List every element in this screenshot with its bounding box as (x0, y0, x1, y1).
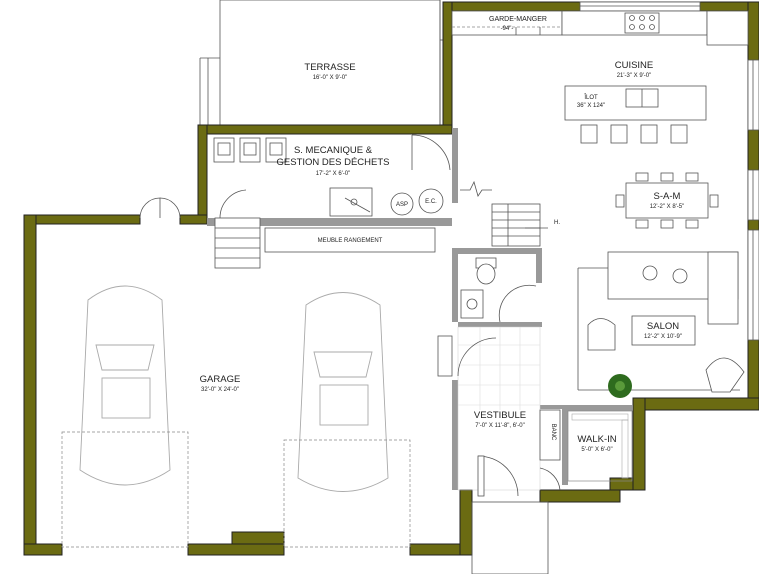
ilot-dims: 36" X 124" (577, 103, 605, 109)
bathroom-fixtures (460, 257, 537, 323)
ec-label: E.C. (425, 199, 437, 205)
cuisine-dims: 21'-3" X 9'-0" (617, 73, 652, 79)
mecanique-dims: 17'-2" X 6'-0" (316, 171, 351, 177)
stair-marker: H. (554, 220, 560, 226)
salon-dims: 12'-2" X 10'-9" (644, 334, 682, 340)
interior-walls (207, 128, 632, 490)
kitchen-counters (451, 10, 749, 46)
dining-table (615, 172, 719, 229)
garage-entry (139, 189, 436, 269)
banc-label: BANC (550, 424, 556, 441)
salon-furniture (577, 251, 745, 398)
kitchen-island (564, 85, 707, 144)
asp-label: ASP (396, 202, 408, 208)
garde-manger-dims: -94"- (501, 26, 514, 32)
plant-icon (608, 374, 632, 398)
terrasse-dims: 16'-0" X 9'-0" (313, 75, 348, 81)
ilot-name: ÎLOT (583, 94, 598, 101)
sam-dims: 12'-2" X 8'-5" (650, 204, 685, 210)
garage-dims: 32'-0" X 24'-0" (201, 387, 239, 393)
walkin-name: WALK-IN (577, 434, 616, 445)
vestibule-tiles (437, 326, 561, 574)
mecanique-name-line2: GESTION DES DÉCHETS (277, 157, 390, 168)
garage-name: GARAGE (200, 374, 241, 385)
stairs (460, 180, 548, 247)
mecanique-name-line1: S. MECANIQUE & (294, 145, 373, 156)
garage-dashed-zones (61, 431, 411, 548)
garde-manger-label: GARDE-MANGER (489, 16, 547, 23)
windows-right (579, 1, 759, 341)
salon-name: SALON (647, 321, 679, 332)
walkin-dims: 5'-0" X 6'-0" (581, 447, 612, 453)
vestibule-dims: 7'-0" X 11'-8", 6'-0" (475, 423, 524, 429)
vestibule-name: VESTIBULE (474, 410, 526, 421)
meuble-label: MEUBLE RANGEMENT (318, 238, 383, 244)
walkin-closet (567, 410, 633, 482)
mechanical-room-fixtures (213, 134, 451, 217)
sam-name: S-A-M (654, 191, 681, 202)
cuisine-name: CUISINE (615, 60, 654, 71)
car-right (297, 292, 389, 492)
terrasse-name: TERRASSE (304, 62, 355, 73)
car-left (79, 285, 171, 486)
